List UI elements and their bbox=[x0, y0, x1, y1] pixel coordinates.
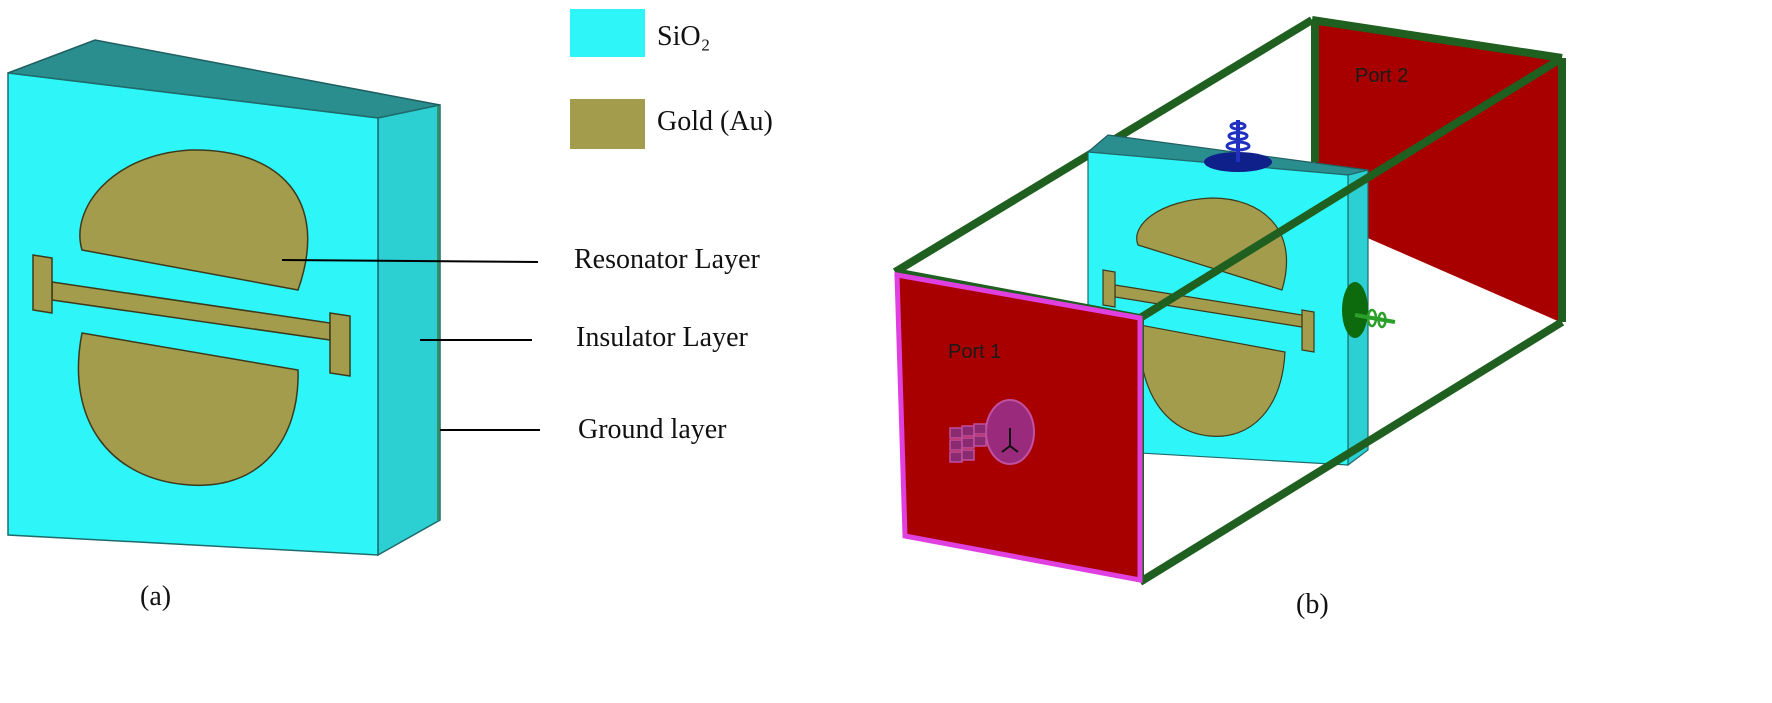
panel-a: Resonator Layer Insulator Layer Ground l… bbox=[7, 39, 760, 612]
resonator-upper-disk bbox=[79, 149, 309, 291]
unit-cell-left-pad bbox=[1102, 269, 1116, 308]
legend-label-sio2: SiO₂ bbox=[657, 21, 710, 52]
cell-side-face bbox=[377, 104, 441, 557]
label-insulator-layer: Insulator Layer bbox=[576, 322, 748, 353]
unit-cell-right-pad bbox=[1301, 309, 1315, 353]
resonator-left-pad bbox=[32, 254, 53, 314]
unit-cell-lower-disk bbox=[1139, 324, 1286, 437]
boundary-marker-top bbox=[1204, 120, 1272, 172]
legend-label-gold: Gold (Au) bbox=[657, 106, 773, 137]
callout-line-resonator bbox=[281, 259, 539, 263]
caption-a: (a) bbox=[140, 581, 171, 612]
legend: SiO₂ Gold (Au) bbox=[570, 9, 773, 149]
legend-swatch-gold bbox=[570, 99, 645, 149]
resonator-right-pad bbox=[329, 312, 351, 377]
boundary-marker-side bbox=[1342, 282, 1396, 338]
panel-b: Port 2 bbox=[892, 16, 1566, 620]
unit-cell-upper-disk bbox=[1136, 197, 1288, 291]
label-ground-layer: Ground layer bbox=[578, 414, 727, 445]
port-1-label: Port 1 bbox=[948, 341, 1001, 363]
port-2-label: Port 2 bbox=[1355, 65, 1408, 87]
label-resonator-layer: Resonator Layer bbox=[574, 244, 760, 275]
caption-b: (b) bbox=[1296, 589, 1329, 620]
port-excitation-icon bbox=[949, 399, 1035, 465]
resonator-lower-disk bbox=[77, 332, 299, 487]
legend-swatch-sio2 bbox=[570, 9, 645, 57]
